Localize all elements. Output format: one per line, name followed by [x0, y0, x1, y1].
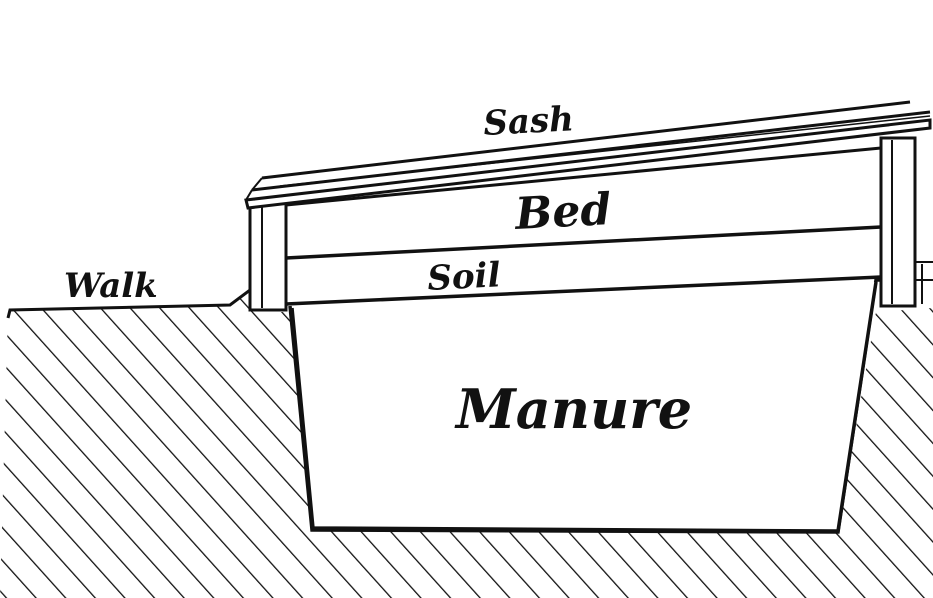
- soil-bottom-line: [285, 275, 882, 306]
- right-post: [879, 136, 917, 308]
- bed-label: Bed: [512, 184, 612, 240]
- walk-label: Walk: [64, 266, 158, 306]
- soil-label: Soil: [426, 255, 501, 299]
- bed-frame: [248, 136, 933, 312]
- left-post: [248, 201, 288, 312]
- sash: [244, 100, 932, 210]
- soil-top-line: [285, 225, 882, 260]
- sash-label: Sash: [482, 99, 574, 144]
- manure-pit: [288, 278, 880, 534]
- manure-label: Manure: [454, 377, 692, 441]
